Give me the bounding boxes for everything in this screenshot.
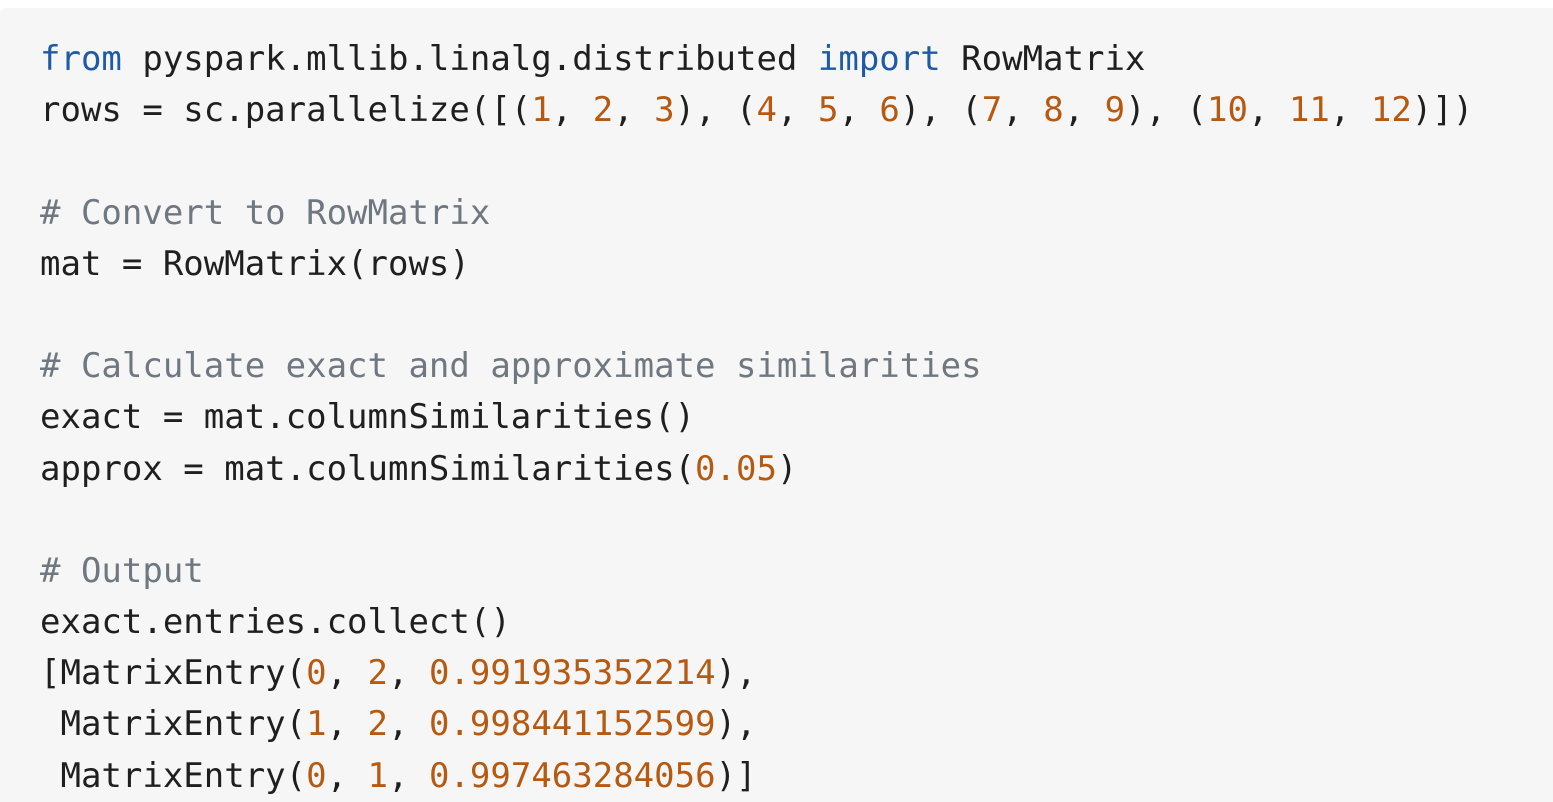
code-number: 2 (367, 704, 389, 745)
code-text: exact = mat.columnSimilarities() (40, 397, 696, 438)
code-number: 0 (306, 653, 327, 694)
code-text: MatrixEntry( (40, 755, 307, 796)
code-number: 0 (306, 755, 327, 796)
code-number: 3 (654, 90, 675, 131)
code-text: rows = sc.parallelize([( (40, 90, 532, 131)
code-text: ), ( (674, 90, 757, 131)
code-line: approx = mat.columnSimilarities(0.05) (40, 444, 1553, 495)
code-number: 2 (367, 653, 389, 694)
code-line: from pyspark.mllib.linalg.distributed im… (40, 34, 1553, 85)
code-text: , (388, 755, 429, 796)
code-text: approx = mat.columnSimilarities( (40, 448, 696, 489)
code-text: , (838, 90, 880, 131)
code-number: 0.998441152599 (428, 704, 716, 745)
code-line (40, 290, 1553, 341)
code-number: 2 (592, 90, 614, 131)
code-text: , (326, 704, 368, 745)
code-text: , (1329, 90, 1371, 131)
code-line: # Calculate exact and approximate simila… (40, 341, 1553, 392)
code-block: from pyspark.mllib.linalg.distributed im… (0, 8, 1553, 802)
code-comment: # Output (40, 550, 204, 591)
code-text: pyspark.mllib.linalg.distributed (121, 39, 818, 79)
code-comment: # Convert to RowMatrix (40, 192, 491, 233)
code-text: , (388, 653, 429, 694)
code-number: 1 (306, 704, 327, 745)
code-text: ) (776, 448, 798, 489)
code-text: , (1247, 90, 1289, 131)
code-number: 8 (1043, 90, 1064, 131)
code-keyword: from (40, 39, 122, 79)
code-number: 6 (879, 90, 900, 131)
code-line: mat = RowMatrix(rows) (40, 239, 1553, 290)
code-number: 0.997463284056 (428, 755, 716, 796)
code-line: rows = sc.parallelize([(1, 2, 3), (4, 5,… (40, 85, 1553, 136)
code-text: , (1002, 90, 1044, 131)
code-number: 11 (1288, 90, 1330, 131)
code-keyword: import (817, 39, 941, 79)
code-number: 1 (531, 90, 552, 131)
code-text: , (613, 90, 655, 131)
code-text: RowMatrix (940, 39, 1146, 79)
code-number: 0.05 (695, 448, 777, 489)
code-text: )]) (1411, 90, 1474, 131)
code-number: 12 (1370, 90, 1412, 131)
code-line: exact = mat.columnSimilarities() (40, 392, 1553, 443)
code-number: 1 (367, 755, 389, 796)
code-text: , (777, 90, 818, 131)
code-text: , (326, 755, 368, 796)
code-comment: # Calculate exact and approximate simila… (40, 346, 982, 387)
code-line: MatrixEntry(0, 1, 0.997463284056)] (40, 751, 1553, 802)
code-text: [MatrixEntry( (40, 653, 307, 694)
code-text: ), ( (899, 90, 982, 131)
code-text: , (551, 90, 593, 131)
code-number: 5 (817, 90, 839, 131)
code-text: ), (715, 653, 757, 694)
code-text: )] (715, 755, 757, 796)
code-text: , (326, 653, 368, 694)
code-line: exact.entries.collect() (40, 597, 1553, 648)
code-number: 4 (756, 90, 778, 131)
code-text: MatrixEntry( (40, 704, 307, 745)
code-line (40, 136, 1553, 187)
code-line: MatrixEntry(1, 2, 0.998441152599), (40, 699, 1553, 750)
code-text: , (1063, 90, 1105, 131)
code-number: 9 (1104, 90, 1126, 131)
code-listing: from pyspark.mllib.linalg.distributed im… (40, 34, 1553, 802)
code-line: [MatrixEntry(0, 2, 0.991935352214), (40, 648, 1553, 699)
code-number: 10 (1207, 90, 1248, 131)
code-line: # Output (40, 546, 1553, 597)
code-line: # Convert to RowMatrix (40, 188, 1553, 239)
code-text: exact.entries.collect() (40, 602, 511, 643)
code-text: ), ( (1125, 90, 1208, 131)
code-number: 0.991935352214 (428, 653, 716, 694)
code-line (40, 495, 1553, 546)
code-text: ), (715, 704, 757, 745)
code-text: mat = RowMatrix(rows) (40, 243, 470, 284)
code-number: 7 (981, 90, 1003, 131)
code-text: , (388, 704, 429, 745)
